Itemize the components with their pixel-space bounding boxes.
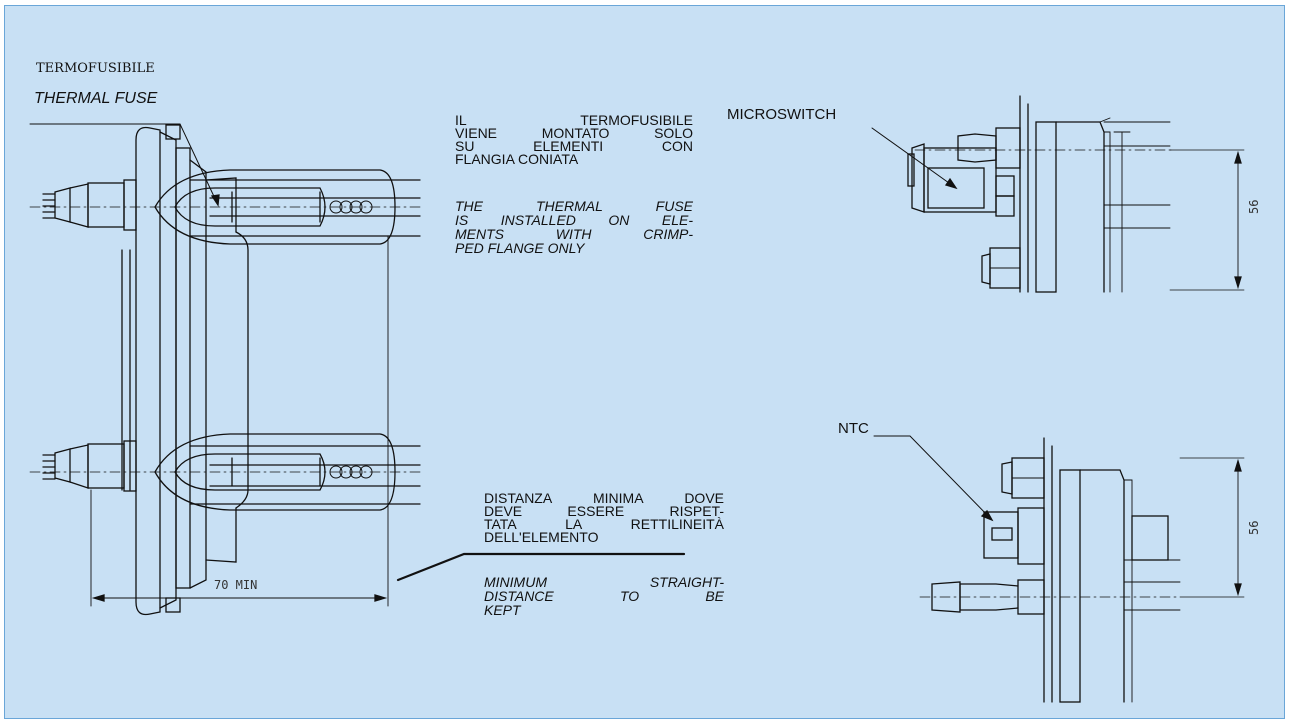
distance-en-line-1: MINIMUM STRAIGHT- (484, 574, 724, 590)
distance-en-line-2: DISTANCE TO BE (484, 588, 724, 604)
distance-it-line-3: TATA LA RETTILINEITÀ (484, 516, 724, 532)
note-it-line-1: IL TERMOFUSIBILE (455, 112, 693, 128)
note-en-line-4: PED FLANGE ONLY (455, 240, 585, 256)
dimension-56-top: 56 (1247, 199, 1261, 214)
note-en-line-3: MENTS WITH CRIMP- (455, 226, 693, 242)
distance-en-line-3: KEPT (484, 602, 521, 618)
note-en-line-2: IS INSTALLED ON ELE- (455, 212, 693, 228)
left-element-assembly (29, 123, 421, 616)
thermal-fuse-label: THERMAL FUSE (34, 90, 158, 107)
dimension-70-min: 70 MIN (214, 578, 258, 592)
microswitch-label: MICROSWITCH (727, 106, 837, 123)
distance-it-line-1: DISTANZA MINIMA DOVE (484, 490, 724, 506)
distance-leader (396, 552, 686, 582)
note-it-line-4: FLANGIA CONIATA (455, 151, 579, 167)
microswitch-assembly (871, 95, 1245, 293)
ntc-assembly (873, 435, 1245, 703)
termofusibile-label: TERMOFUSIBILE (36, 61, 155, 76)
dimension-56-bottom: 56 (1247, 520, 1261, 535)
distance-it-line-2: DEVE ESSERE RISPET- (484, 503, 724, 519)
note-it-line-2: VIENE MONTATO SOLO (455, 125, 693, 141)
distance-it-line-4: DELL'ELEMENTO (484, 529, 599, 545)
ntc-label: NTC (838, 420, 869, 437)
note-it-line-3: SU ELEMENTI CON (455, 138, 693, 154)
note-en-line-1: THE THERMAL FUSE (455, 198, 693, 214)
drawing-frame (4, 5, 1285, 719)
